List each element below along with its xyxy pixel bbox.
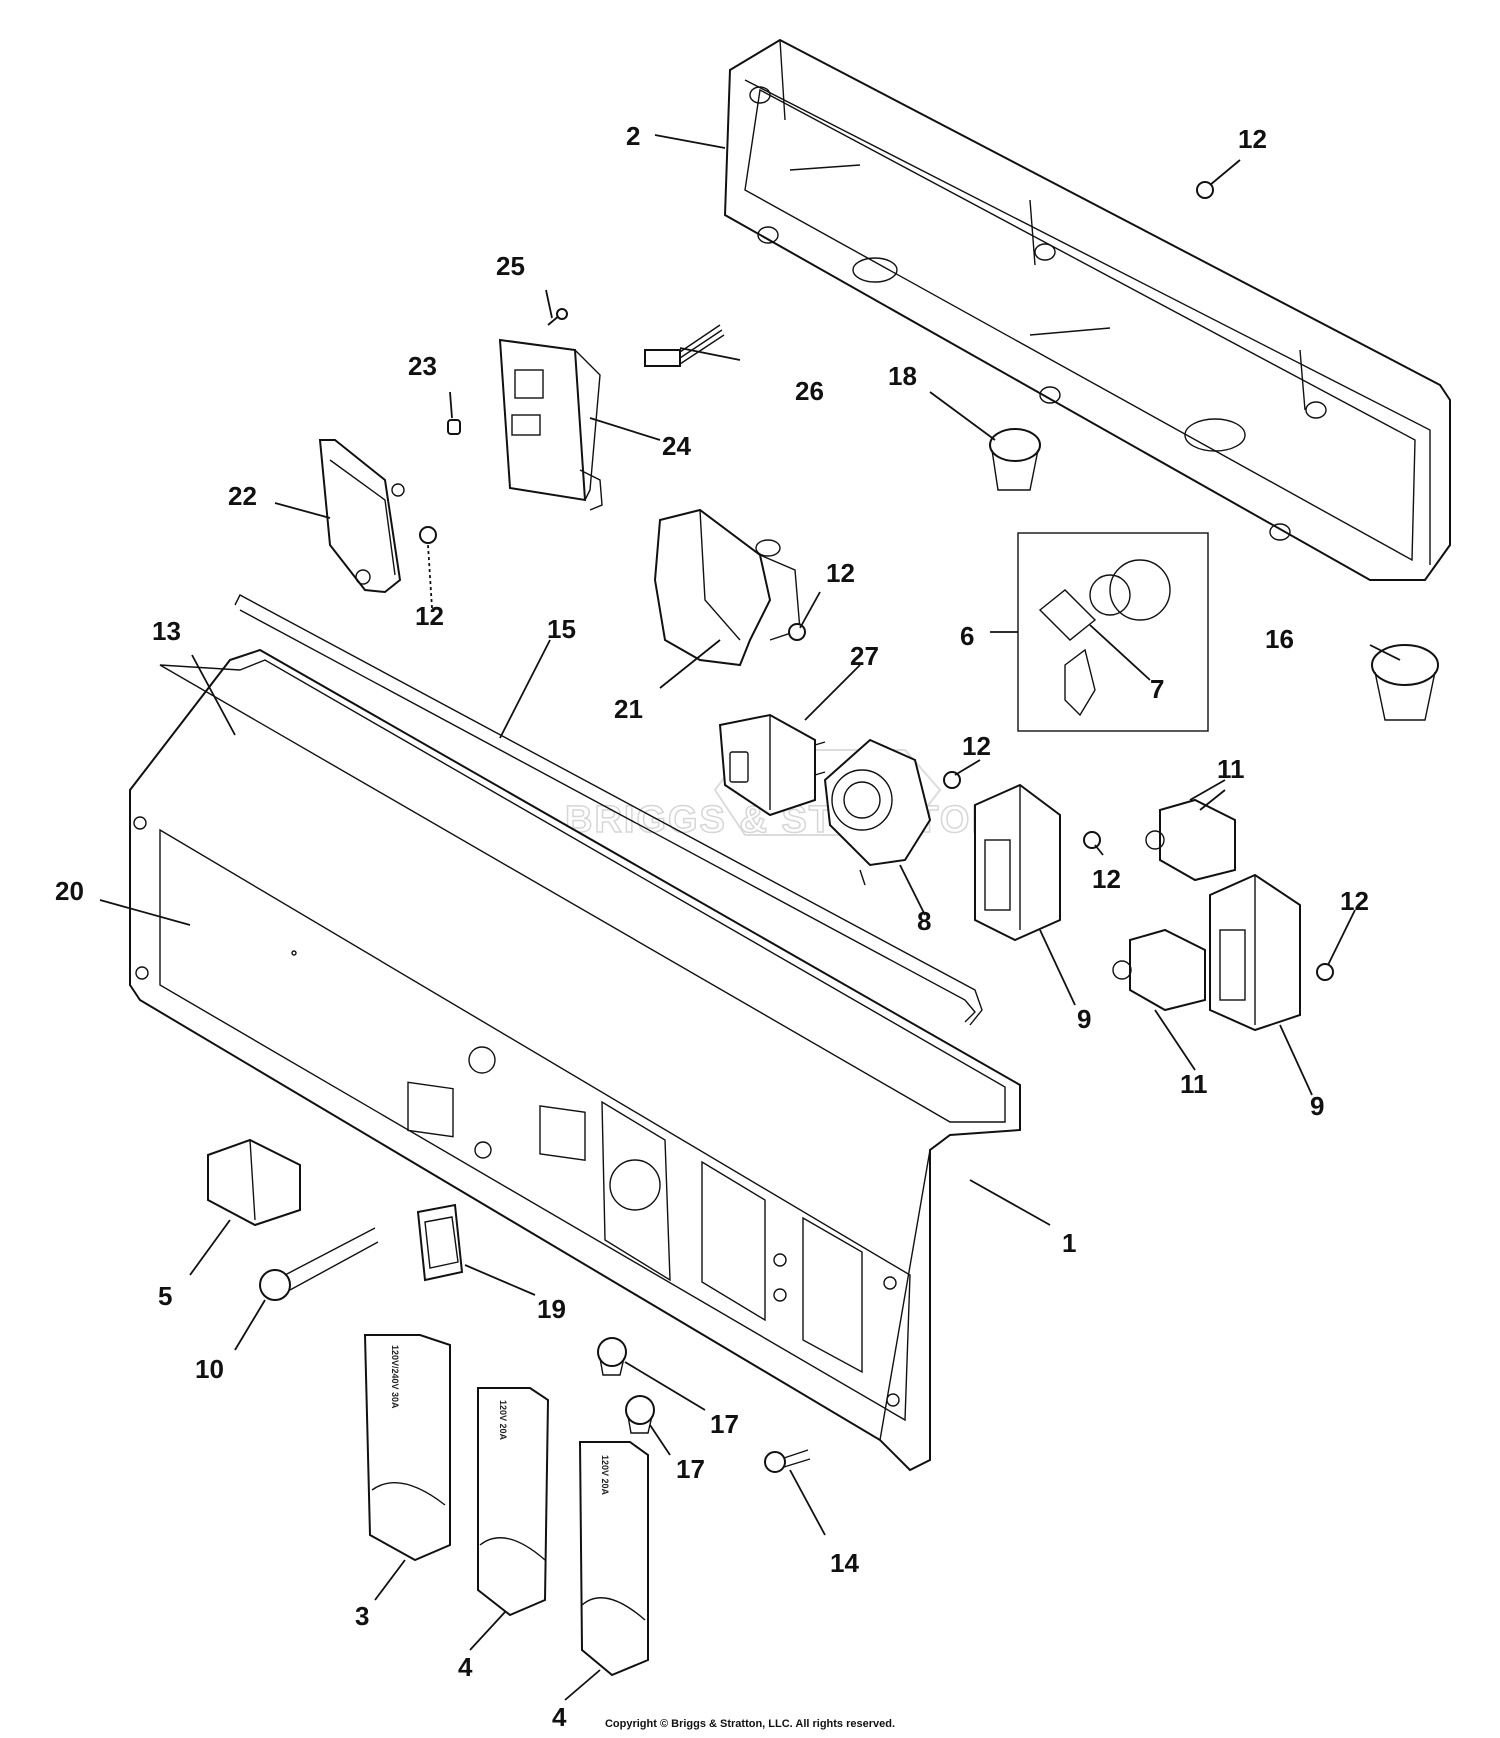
callout-9-b: 9 (1310, 1091, 1324, 1121)
part-26-wire-harness (644, 324, 725, 367)
callout-2: 2 (626, 121, 640, 151)
part-21-relay-module (653, 508, 801, 667)
callout-16: 16 (1265, 624, 1294, 654)
part-22-bracket (318, 439, 405, 594)
callout-17-b: 17 (676, 1454, 705, 1484)
callout-6: 6 (960, 621, 974, 651)
callout-8: 8 (917, 906, 931, 936)
part-17-button-b (625, 1395, 655, 1434)
part-25-screw (547, 308, 568, 326)
callout-7: 7 (1150, 674, 1164, 704)
callout-18: 18 (888, 361, 917, 391)
callout-10: 10 (195, 1354, 224, 1384)
callout-26: 26 (795, 376, 824, 406)
callout-14: 14 (830, 1548, 859, 1578)
callout-12-a: 12 (1238, 124, 1267, 154)
callout-21: 21 (614, 694, 643, 724)
part-27-rocker-switch (718, 713, 826, 817)
callout-24: 24 (662, 431, 691, 461)
part-9-gfci-receptacle-b (1209, 873, 1301, 1032)
cover-4b-text: 120V 20A (600, 1455, 610, 1496)
part-2-control-box-housing (723, 38, 1451, 581)
callout-4-b: 4 (552, 1702, 567, 1732)
callout-1: 1 (1062, 1228, 1076, 1258)
callout-15: 15 (547, 614, 576, 644)
callout-11-a: 11 (1217, 754, 1245, 784)
part-17-button-a (597, 1337, 627, 1376)
part-12-nut-c (788, 623, 806, 641)
part-12-nut-a (1196, 181, 1214, 199)
callout-12-c: 12 (826, 558, 855, 588)
part-1-control-panel (129, 648, 1021, 1472)
callout-23: 23 (408, 351, 437, 381)
callout-5: 5 (158, 1281, 172, 1311)
part-6-key-switch-kit (1017, 532, 1209, 732)
part-5-hour-meter (207, 1138, 301, 1227)
callout-12-d: 12 (962, 731, 991, 761)
part-11-circuit-breaker-a (1145, 798, 1236, 882)
part-12-nut-b (419, 526, 437, 544)
callout-12-e: 12 (1092, 864, 1121, 894)
cover-3-text: 120V/240V 30A (390, 1345, 400, 1409)
callout-17-a: 17 (710, 1409, 739, 1439)
callout-12-f: 12 (1340, 886, 1369, 916)
part-12-nut-f (1316, 963, 1334, 981)
callout-12-b: 12 (415, 601, 444, 631)
part-19-switch (416, 1203, 464, 1282)
part-18-grommet (989, 428, 1041, 491)
part-24-circuit-board (498, 338, 603, 511)
callout-20: 20 (55, 876, 84, 906)
callout-labels: 2 12 25 23 26 18 24 22 12 12 13 15 6 16 … (55, 121, 1369, 1732)
part-12-nut-e (1083, 831, 1101, 849)
leader-lines (99, 134, 1401, 1701)
callout-9-a: 9 (1077, 1004, 1091, 1034)
part-14-screw (764, 1449, 811, 1473)
callout-25: 25 (496, 251, 525, 281)
callout-27: 27 (850, 641, 879, 671)
cover-4a-text: 120V 20A (498, 1400, 508, 1441)
part-4-outlet-cover-b: 120V 20A (578, 1441, 649, 1677)
callout-4-a: 4 (458, 1652, 473, 1682)
callout-19: 19 (537, 1294, 566, 1324)
callout-13: 13 (152, 616, 181, 646)
part-8-twist-lock-receptacle (823, 738, 932, 886)
part-15-gasket-strip (234, 594, 983, 1026)
part-9-gfci-receptacle-a (974, 783, 1061, 942)
part-16-grommet (1371, 644, 1439, 721)
part-3-outlet-cover: 120V/240V 30A (363, 1334, 451, 1562)
copyright-notice: Copyright © Briggs & Stratton, LLC. All … (604, 1718, 896, 1730)
callout-3: 3 (355, 1601, 369, 1631)
part-12-nut-d (943, 771, 961, 789)
part-23-pin (447, 419, 461, 435)
part-4-outlet-cover-a: 120V 20A (477, 1387, 550, 1617)
part-11-circuit-breaker-b (1112, 928, 1206, 1012)
callout-11-b: 11 (1180, 1069, 1208, 1099)
callout-22: 22 (228, 481, 257, 511)
part-10-choke-knob (259, 1227, 379, 1301)
